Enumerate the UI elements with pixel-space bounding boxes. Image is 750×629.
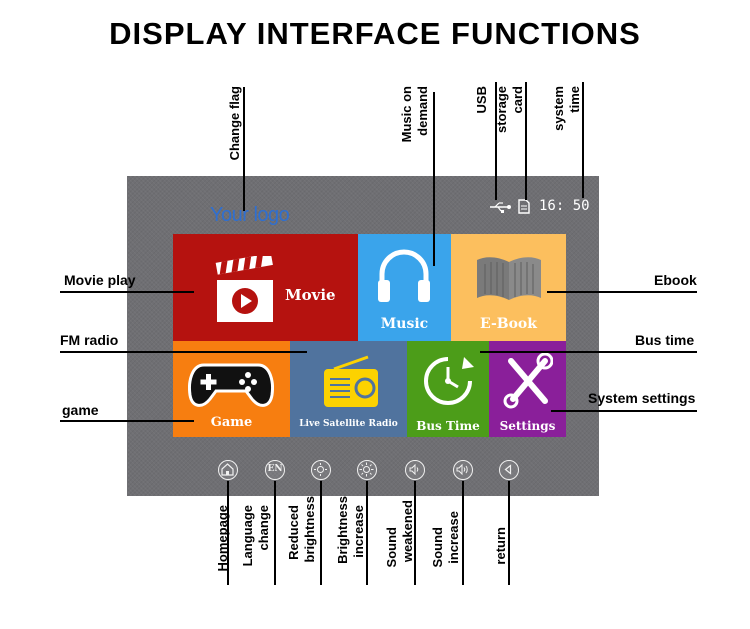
tile-radio[interactable]: Live Satellite Radio <box>290 341 407 437</box>
home-icon <box>221 463 234 476</box>
tile-radio-label: Live Satellite Radio <box>299 419 398 429</box>
label-music-on-demand-1: Music on <box>399 86 414 143</box>
brightness-up-icon <box>359 462 374 477</box>
back-button[interactable] <box>499 460 519 480</box>
callout-line-bright-up <box>366 481 368 585</box>
language-button[interactable]: EN <box>265 460 285 480</box>
tile-game[interactable]: Game <box>173 341 290 437</box>
tile-bus[interactable]: Bus Time <box>407 341 489 437</box>
storage-card-icon <box>518 199 530 214</box>
label-language-change-2: change <box>256 505 271 551</box>
callout-line-language <box>274 481 276 585</box>
tile-movie-label: Movie <box>285 286 336 304</box>
label-game: game <box>62 402 99 418</box>
label-brightness-increase-2: increase <box>351 505 366 558</box>
tile-movie[interactable]: Movie <box>173 234 358 341</box>
label-system-time-1: system <box>551 86 566 131</box>
tile-ebook[interactable]: E-Book <box>451 234 566 341</box>
brightness-down-button[interactable] <box>311 460 331 480</box>
label-reduced-brightness-1: Reduced <box>286 505 301 560</box>
callout-line-radio <box>60 351 307 353</box>
tools-icon <box>503 353 553 409</box>
callout-line-music <box>433 92 435 266</box>
label-homepage: Homepage <box>215 505 230 572</box>
tile-settings[interactable]: Settings <box>489 341 566 437</box>
callout-line-return <box>508 481 510 585</box>
label-usb: USB <box>474 86 489 114</box>
volume-down-button[interactable] <box>405 460 425 480</box>
clapperboard-icon <box>215 256 273 322</box>
tile-bus-label: Bus Time <box>416 419 480 433</box>
home-button[interactable] <box>218 460 238 480</box>
label-sound-increase-1: Sound <box>430 527 445 568</box>
headphones-icon <box>378 249 430 302</box>
label-system-time-2: time <box>567 86 582 113</box>
volume-up-button[interactable] <box>453 460 473 480</box>
brightness-down-icon <box>314 463 327 476</box>
volume-up-icon <box>456 463 468 476</box>
label-sound-increase-2: increase <box>446 511 461 564</box>
clock-icon <box>424 357 474 405</box>
volume-down-icon <box>409 463 419 476</box>
label-reduced-brightness-2: brightness <box>302 496 317 563</box>
callout-line-bus <box>480 351 697 353</box>
label-change-flag: Change flag <box>227 86 242 161</box>
label-system-settings: System settings <box>588 390 696 406</box>
callout-line-settings <box>551 410 697 412</box>
label-sound-weakened-1: Sound <box>384 527 399 568</box>
callout-line-game <box>60 420 194 422</box>
label-bus-time: Bus time <box>635 332 695 348</box>
radio-icon <box>324 355 378 407</box>
page-title: DISPLAY INTERFACE FUNCTIONS <box>109 16 641 51</box>
callout-line-usb <box>495 82 497 200</box>
tile-settings-label: Settings <box>499 419 556 433</box>
callout-line-movie <box>60 291 194 293</box>
label-ebook: Ebook <box>654 272 697 288</box>
tile-ebook-label: E-Book <box>480 316 537 332</box>
gamepad-icon <box>188 363 274 407</box>
usb-icon <box>490 202 511 213</box>
label-fm-radio: FM radio <box>60 332 119 348</box>
back-arrow-icon <box>504 464 512 475</box>
label-storage-card-1: storage <box>494 86 509 133</box>
callout-line-sound-up <box>462 481 464 585</box>
tile-music[interactable]: Music <box>358 234 451 341</box>
system-time: 16: 50 <box>539 198 590 214</box>
callout-line-change-flag <box>243 87 245 211</box>
label-brightness-increase-1: Brightness <box>335 496 350 564</box>
callout-line-storage <box>525 82 527 200</box>
book-icon <box>477 257 541 300</box>
callout-line-ebook <box>547 291 697 293</box>
callout-line-time <box>582 82 584 198</box>
tile-game-label: Game <box>210 415 253 430</box>
label-return: return <box>493 527 508 565</box>
callout-line-sound-down <box>414 481 416 585</box>
callout-line-home <box>227 481 229 585</box>
label-storage-card-2: card <box>510 86 525 114</box>
label-movie-play: Movie play <box>64 272 136 288</box>
callout-line-reduce <box>320 481 322 585</box>
label-music-on-demand-2: demand <box>415 86 430 136</box>
label-sound-weakened-2: weakened <box>400 500 415 563</box>
tile-music-label: Music <box>380 316 429 332</box>
label-language-change-1: Language <box>240 505 255 567</box>
brightness-up-button[interactable] <box>357 460 377 480</box>
logo-text: Your logo <box>210 204 290 226</box>
